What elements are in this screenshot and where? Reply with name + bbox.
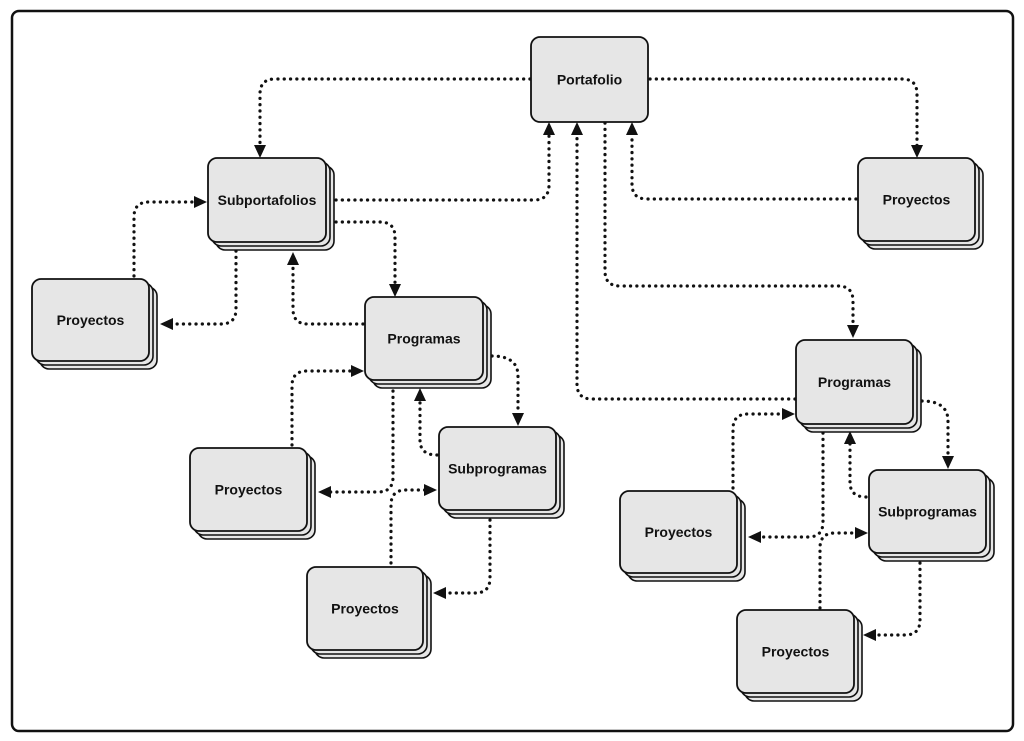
connector-programas-right-to-proyectos-mid-right (758, 431, 825, 539)
node-proyectos-bottom-left: Proyectos (306, 566, 432, 659)
node-portafolio: Portafolio (530, 36, 649, 123)
connector-subprogramas-left-to-proyectos-bottom-left (443, 518, 492, 595)
arrowhead (351, 365, 364, 377)
node-proyectos-left: Proyectos (31, 278, 158, 370)
connector-portafolio-to-programas-right (603, 121, 855, 328)
arrowhead (389, 284, 401, 297)
connector-subprogramas-right-to-proyectos-bottom-right (873, 561, 922, 637)
arrowhead (942, 456, 954, 469)
arrowhead (863, 629, 876, 641)
node-label: Subprogramas (448, 461, 547, 477)
connector-proyectos-bottom-left-to-subprogramas-left (389, 488, 427, 565)
arrowhead (782, 408, 795, 420)
arrowhead (160, 318, 173, 330)
connectors (132, 77, 950, 637)
arrowheads (160, 122, 954, 641)
node-proyectos-top-right: Proyectos (857, 157, 984, 250)
arrowhead (847, 325, 859, 338)
node-label: Subprogramas (878, 504, 977, 520)
node-label: Proyectos (215, 482, 283, 498)
node-label: Proyectos (57, 312, 125, 328)
node-label: Programas (387, 331, 460, 347)
node-label: Proyectos (883, 192, 951, 208)
node-label: Proyectos (331, 601, 399, 617)
node-programas-left: Programas (364, 296, 492, 389)
connector-programas-right-to-subprogramas-right (920, 399, 950, 459)
arrowhead (626, 122, 638, 135)
node-proyectos-mid-right: Proyectos (619, 490, 746, 582)
arrowhead (855, 527, 868, 539)
arrowhead (287, 252, 299, 265)
connector-proyectos-mid-right-to-programas-right (731, 412, 785, 490)
connector-portafolio-to-proyectos-top-right (648, 77, 919, 148)
connector-proyectos-top-right-to-portafolio (630, 132, 858, 201)
connector-proyectos-left-to-subportafolios (132, 200, 197, 278)
arrowhead (571, 122, 583, 135)
arrowhead (424, 484, 437, 496)
arrowhead (433, 587, 446, 599)
arrowhead (844, 431, 856, 444)
arrowhead (543, 122, 555, 135)
arrowhead (194, 196, 207, 208)
node-label: Subportafolios (218, 192, 317, 208)
node-label: Proyectos (762, 644, 830, 660)
arrowhead (254, 145, 266, 158)
connector-subportafolios-to-programas-left (334, 220, 397, 287)
arrowhead (318, 486, 331, 498)
node-programas-right: Programas (795, 339, 922, 433)
node-subportafolios: Subportafolios (207, 157, 335, 251)
connector-programas-right-to-portafolio (575, 132, 797, 401)
node-label: Proyectos (645, 524, 713, 540)
connector-programas-left-to-subprogramas-left (490, 354, 520, 416)
node-subprogramas-right: Subprogramas (868, 469, 995, 562)
node-label: Programas (818, 374, 891, 390)
connector-subprogramas-right-to-programas-right (848, 441, 868, 499)
connector-subprogramas-left-to-programas-left (418, 398, 439, 457)
node-proyectos-mid-left: Proyectos (189, 447, 316, 540)
connector-proyectos-mid-left-to-programas-left (290, 369, 354, 447)
connector-subportafolios-to-proyectos-left (170, 249, 238, 326)
arrowhead (748, 531, 761, 543)
arrowhead (414, 388, 426, 401)
node-proyectos-bottom-right: Proyectos (736, 609, 863, 702)
node-subprogramas-left: Subprogramas (438, 426, 565, 519)
arrowhead (911, 145, 923, 158)
node-label: Portafolio (557, 72, 622, 88)
arrowhead (512, 413, 524, 426)
